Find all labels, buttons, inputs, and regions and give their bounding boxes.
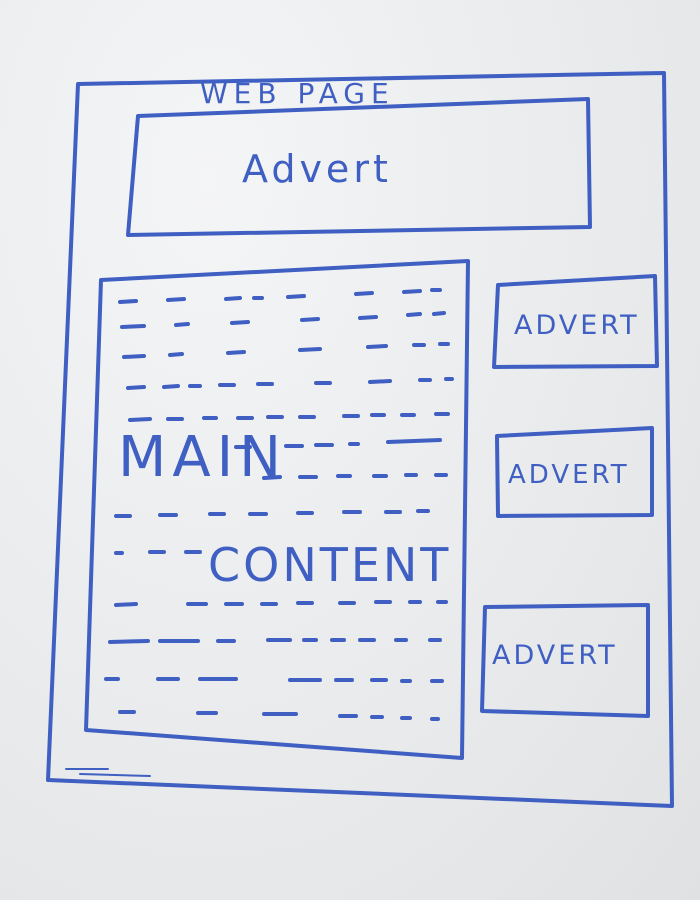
- side-advert-label-2: ADVERT: [508, 460, 630, 490]
- page-frame: [46, 71, 674, 808]
- content-placeholder-lines: [104, 288, 454, 721]
- top-advert-box: [126, 97, 592, 237]
- page-title: WEB PAGE: [200, 77, 395, 110]
- main-content-label-line2: CONTENT: [208, 538, 452, 592]
- main-content-box: [84, 259, 470, 760]
- side-advert-label-3: ADVERT: [492, 640, 618, 671]
- side-advert-box-3: [480, 603, 650, 718]
- main-content-label-line1: MAIN: [118, 425, 288, 490]
- side-advert-box-1: [492, 274, 659, 369]
- stray-ink-mark: [65, 768, 151, 777]
- side-advert-box-2: [495, 426, 654, 518]
- side-advert-label-1: ADVERT: [514, 310, 640, 341]
- top-advert-label: Advert: [242, 147, 392, 191]
